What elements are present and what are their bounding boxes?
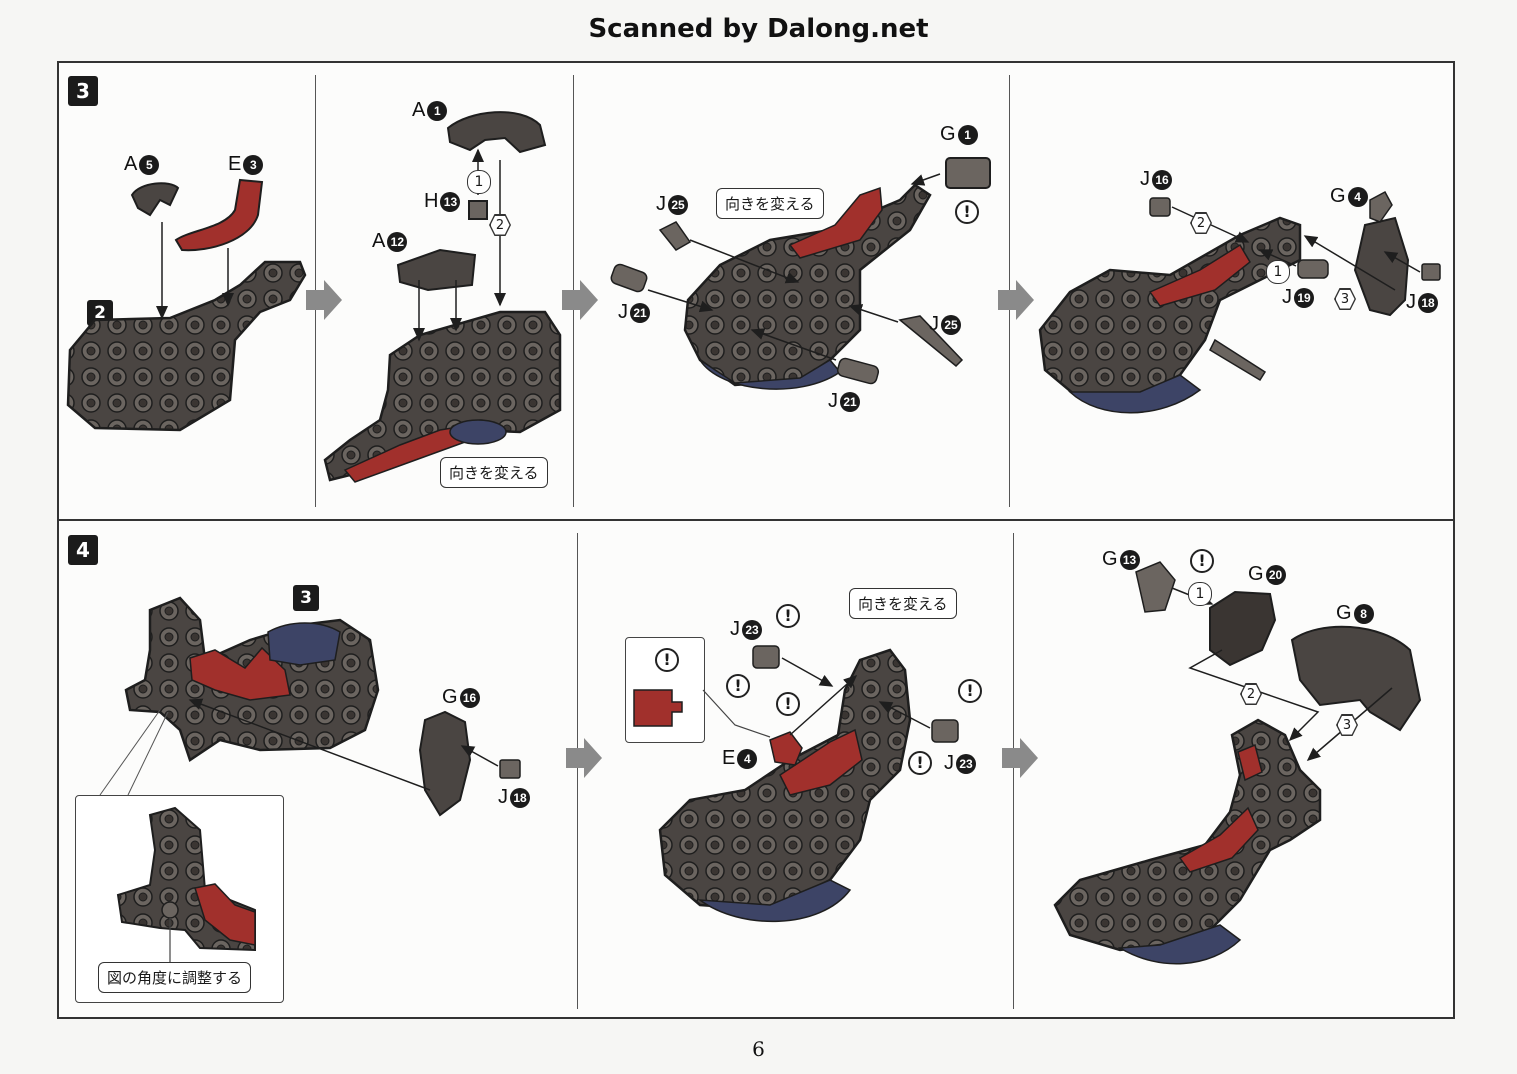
order-mark-hex: 2 [1190, 212, 1212, 234]
s4p1-illustration [99, 596, 521, 817]
order-mark-circle: 1 [1188, 582, 1212, 606]
detail-inset: ! [625, 637, 705, 743]
turn-around-callout: 向きを変える [440, 457, 548, 488]
row-divider [59, 519, 1453, 521]
warning-icon: ! [655, 648, 679, 672]
column-divider [577, 533, 578, 1009]
warning-icon: ! [776, 692, 800, 716]
order-mark-hex: 3 [1334, 288, 1356, 310]
next-arrow-icon [306, 280, 342, 320]
sub-assembly-ref-3: 3 [293, 585, 319, 611]
warning-icon: ! [1190, 549, 1214, 573]
warning-icon: ! [908, 751, 932, 775]
order-mark-hex: 3 [1336, 714, 1358, 736]
next-arrow-icon [566, 738, 602, 778]
turn-around-callout: 向きを変える [849, 588, 957, 619]
page-number: 6 [752, 1037, 765, 1061]
next-arrow-icon [1002, 738, 1038, 778]
adjust-angle-callout: 図の角度に調整する [98, 962, 252, 993]
scan-credit: Scanned by Dalong.net [588, 14, 929, 44]
s3p4-illustration [1038, 190, 1441, 414]
next-arrow-icon [562, 280, 598, 320]
step-number-4: 4 [68, 535, 98, 565]
next-arrow-icon [998, 280, 1034, 320]
s3p1-illustration [66, 178, 307, 432]
s3p3-illustration [610, 157, 991, 390]
step-number-3: 3 [68, 76, 98, 106]
order-mark-hex: 2 [1240, 683, 1262, 705]
s4p3-illustration [1053, 561, 1422, 965]
turn-around-callout: 向きを変える [716, 188, 824, 219]
warning-icon: ! [955, 200, 979, 224]
warning-icon: ! [958, 679, 982, 703]
s3p2-illustration [323, 111, 562, 483]
order-mark-circle: 1 [467, 170, 491, 194]
column-divider [1013, 533, 1014, 1009]
warning-icon: ! [776, 604, 800, 628]
order-mark-circle: 1 [1266, 260, 1290, 284]
warning-icon: ! [726, 674, 750, 698]
order-mark-hex: 2 [489, 214, 511, 236]
